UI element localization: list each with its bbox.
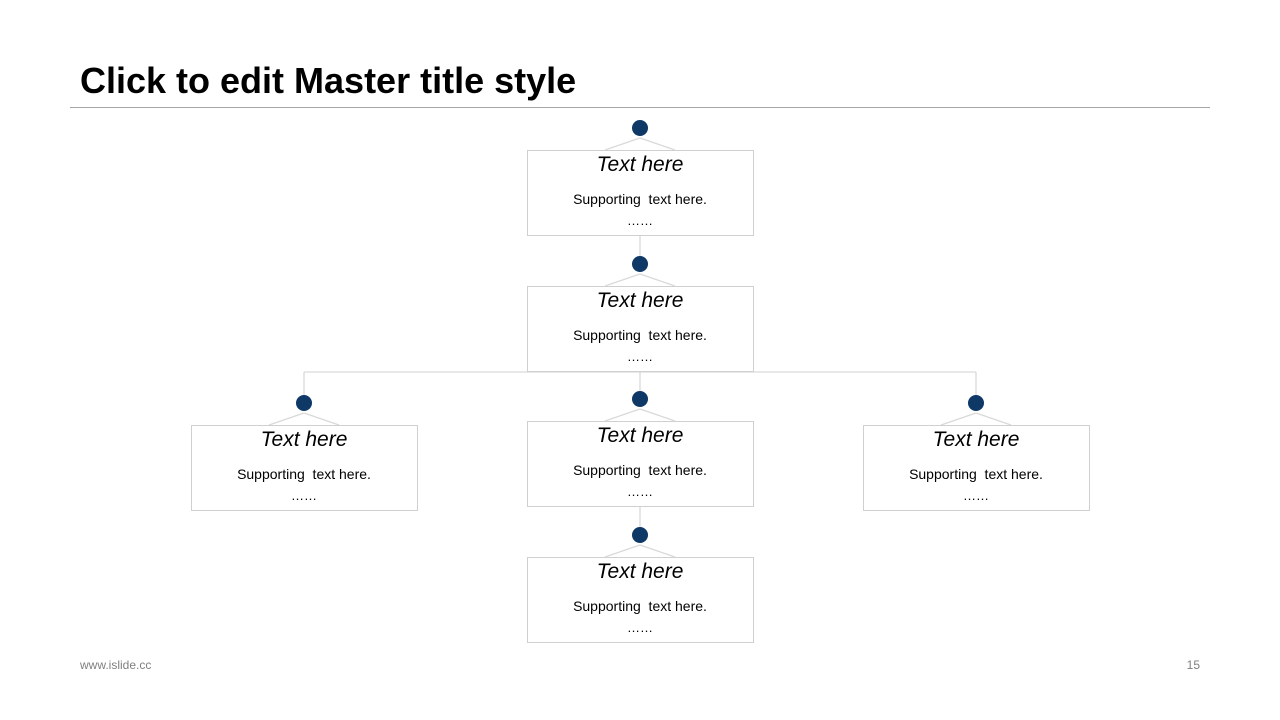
slide-title[interactable]: Click to edit Master title style <box>80 60 577 101</box>
node-supporting-text: Supporting text here. <box>573 191 707 207</box>
connector-tent-right <box>639 137 676 151</box>
node-ellipsis: …… <box>627 213 653 228</box>
node-supporting-text: Supporting text here. <box>573 327 707 343</box>
node-ellipsis: …… <box>627 620 653 635</box>
node-heading: Text here <box>260 428 348 451</box>
node-heading: Text here <box>596 289 684 312</box>
node-ellipsis: …… <box>627 484 653 499</box>
connector-tent-right <box>975 412 1012 426</box>
footer-url: www.islide.cc <box>80 658 152 672</box>
node-marker-icon <box>632 256 648 272</box>
connector-tent-right <box>639 273 676 287</box>
connector-tent-right <box>303 412 340 426</box>
node-heading: Text here <box>596 560 684 583</box>
node-heading: Text here <box>596 424 684 447</box>
connector-tent-left <box>604 137 641 151</box>
node-ellipsis: …… <box>627 349 653 364</box>
node-marker-icon <box>632 391 648 407</box>
node-marker-icon <box>296 395 312 411</box>
node-heading: Text here <box>596 153 684 176</box>
node-heading: Text here <box>932 428 1020 451</box>
node-ellipsis: …… <box>963 488 989 503</box>
title-divider <box>70 107 1210 108</box>
node-marker-icon <box>632 120 648 136</box>
page-number: 15 <box>1186 658 1200 672</box>
connector-tent-left <box>604 544 641 558</box>
connector-tent-left <box>940 412 977 426</box>
node-marker-icon <box>632 527 648 543</box>
node-supporting-text: Supporting text here. <box>909 466 1043 482</box>
connector-tent-left <box>604 408 641 422</box>
node-supporting-text: Supporting text here. <box>573 462 707 478</box>
connector-tent-right <box>639 544 676 558</box>
node-ellipsis: …… <box>291 488 317 503</box>
node-supporting-text: Supporting text here. <box>573 598 707 614</box>
node-marker-icon <box>968 395 984 411</box>
connector-tent-left <box>268 412 305 426</box>
node-supporting-text: Supporting text here. <box>237 466 371 482</box>
connector-tent-left <box>604 273 641 287</box>
connector-tent-right <box>639 408 676 422</box>
